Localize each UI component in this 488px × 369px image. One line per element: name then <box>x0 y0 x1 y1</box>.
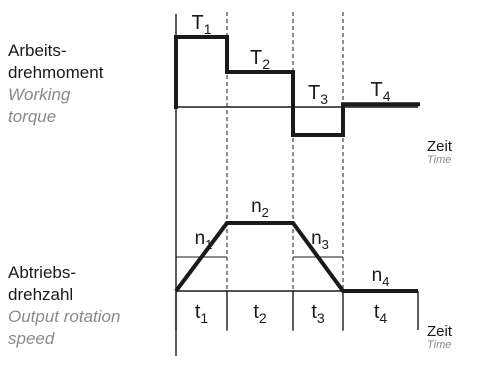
speed-label-n1: n1 <box>195 228 213 252</box>
torque-profile-line <box>174 35 420 137</box>
speed-label-de-1: Abtriebs- <box>8 263 77 282</box>
speed-label-de-2: drehzahl <box>8 285 74 304</box>
interval-label-t4: t4 <box>374 301 388 326</box>
speed-label-en-1: Output rotation <box>8 307 121 326</box>
speed-label-n4: n4 <box>372 265 390 289</box>
speed-profile-line <box>174 221 418 293</box>
speed-label-en-2: speed <box>8 329 55 348</box>
speed-axis-label: Abtriebs- drehzahl Output rotation speed <box>8 262 120 350</box>
torque-label-en-2: torque <box>8 107 57 126</box>
time-label-top: Zeit Time <box>427 139 452 167</box>
torque-label-t2: T2 <box>250 47 270 72</box>
torque-label-t4: T4 <box>370 79 390 104</box>
time-label-bottom-en: Time <box>427 339 452 351</box>
time-label-top-en: Time <box>427 154 452 166</box>
speed-label-n3: n3 <box>311 228 329 252</box>
torque-label-de-1: Arbeits- <box>8 41 67 60</box>
time-label-bottom-de: Zeit <box>427 323 453 340</box>
time-label-top-de: Zeit <box>427 138 453 155</box>
torque-label-en-1: Working <box>8 85 71 104</box>
time-label-bottom: Zeit Time <box>427 324 452 352</box>
interval-label-t3: t3 <box>311 301 325 326</box>
torque-label-t1: T1 <box>191 12 211 37</box>
torque-label-t3: T3 <box>308 82 328 107</box>
interval-label-t1: t1 <box>195 301 209 326</box>
torque-label-de-2: drehmoment <box>8 63 104 82</box>
speed-label-n2: n2 <box>251 196 269 220</box>
interval-label-t2: t2 <box>253 301 267 326</box>
torque-axis-label: Arbeits- drehmoment Working torque <box>8 40 103 128</box>
